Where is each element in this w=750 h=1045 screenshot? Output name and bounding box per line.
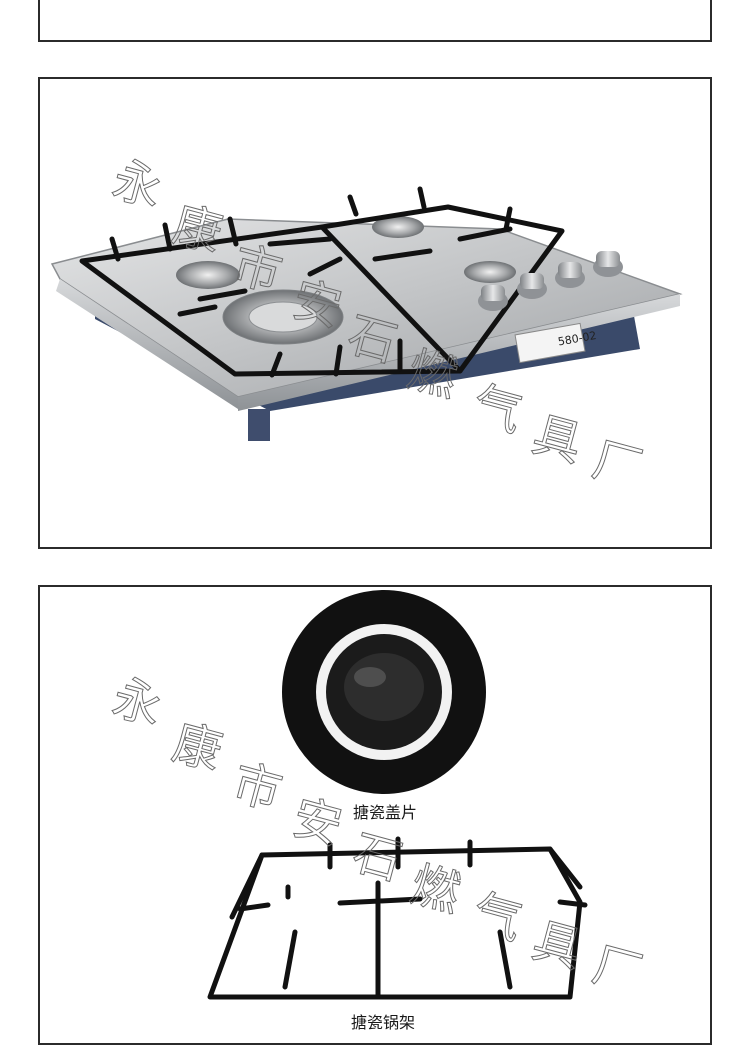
enamel-pan-support-icon [207,836,588,1000]
svg-text:气: 气 [467,884,528,951]
svg-text:市: 市 [227,754,288,821]
svg-text:具: 具 [527,406,588,473]
svg-text:厂: 厂 [587,431,648,498]
svg-text:石: 石 [347,824,408,891]
svg-text:康: 康 [167,714,228,781]
burner-front-right-icon [464,261,516,283]
svg-text:气: 气 [467,376,528,443]
pan-support-grates [79,186,565,378]
parts-panel: 永 康 市 安 石 燃 气 具 厂 搪瓷盖片 搪瓷锅架 [38,585,712,1045]
hob-foot-icon [248,409,270,441]
svg-text:厂: 厂 [587,936,648,1003]
burner-wok-inner [248,301,318,333]
hob-front-edge-right [238,294,680,411]
hob-front-edge-left [56,279,238,409]
hob-product-panel: 580-02 永 康 市 安 石 燃 气 具 厂 [38,77,712,549]
svg-text:具: 具 [527,912,588,979]
gas-hob-illustration: 580-02 永 康 市 安 石 燃 气 具 厂 [50,151,683,499]
svg-text:安: 安 [287,789,348,856]
svg-text:永: 永 [107,669,168,736]
svg-text:燃: 燃 [405,856,466,923]
knob-1-icon [481,285,505,301]
enamel-burner-cover-icon [282,590,486,794]
knob-2-icon [520,273,544,289]
svg-text:永: 永 [107,151,168,218]
burner-back-right-icon [372,216,424,238]
cover-caption: 搪瓷盖片 [353,803,418,822]
knob-4-icon [596,251,620,267]
control-knobs [478,251,623,311]
hob-label-plate: 580-02 [514,322,597,364]
top-empty-panel [38,0,712,42]
parts-illustration: 永 康 市 安 石 燃 气 具 厂 [106,590,648,1004]
burner-back-left-icon [176,261,240,289]
knob-3-icon [558,262,582,278]
grate-caption: 搪瓷锅架 [351,1013,416,1032]
